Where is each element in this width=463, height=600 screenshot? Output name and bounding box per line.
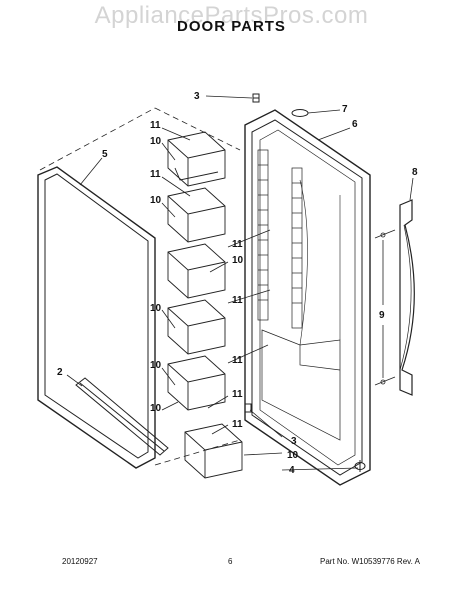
- door-bin-5: [167, 355, 226, 411]
- callout-6: 6: [352, 119, 358, 130]
- door-bin-2: [167, 187, 226, 243]
- callout-10-f: 10: [150, 403, 162, 414]
- door-bin-6: [184, 423, 243, 479]
- callout-3-bottom: 3: [291, 436, 297, 447]
- door-liner: [244, 109, 371, 486]
- callout-10-a: 10: [150, 136, 162, 147]
- door-gasket: [37, 166, 156, 469]
- callout-4: 4: [289, 465, 295, 476]
- callout-7: 7: [342, 104, 348, 115]
- hinge-screw-top: [252, 93, 260, 103]
- callout-10-bottom: 10: [287, 450, 299, 461]
- exterior-handle: [399, 199, 415, 396]
- callout-5: 5: [102, 149, 108, 160]
- handle-trim: [75, 377, 169, 456]
- callout-10-e: 10: [150, 360, 162, 371]
- callout-10-c: 10: [232, 255, 244, 266]
- callout-11-c: 11: [232, 239, 243, 250]
- door-bin-1: [167, 131, 226, 187]
- leader-lines: [66, 95, 414, 471]
- footer-date: 20120927: [62, 557, 98, 566]
- callout-11-f: 11: [232, 389, 243, 400]
- door-stop-cap: [354, 460, 366, 472]
- callout-11-g: 11: [232, 419, 243, 430]
- callout-9: 9: [379, 310, 385, 321]
- callout-10-d: 10: [150, 303, 162, 314]
- door-bin-3: [167, 243, 226, 299]
- watermark: AppliancePartsPros.com: [94, 2, 369, 29]
- callout-labels: 3 7 6 5 8 9 2 3 10 4 11 10 11 10 11 10 1…: [57, 91, 418, 476]
- handle-screws: [374, 229, 396, 386]
- callout-3-top: 3: [194, 91, 200, 102]
- callout-8: 8: [412, 167, 418, 178]
- callout-11-b: 11: [150, 169, 161, 180]
- page-title: DOOR PARTS: [177, 18, 286, 35]
- shelf-rail-center: [291, 167, 303, 329]
- callout-10-b: 10: [150, 195, 162, 206]
- door-cap: [291, 109, 309, 117]
- callout-11-d: 11: [232, 295, 243, 306]
- hinge-screw-bottom: [244, 403, 252, 413]
- callout-11-e: 11: [232, 355, 243, 366]
- callout-11-a: 11: [150, 120, 161, 131]
- shelf-rail-left: [257, 149, 269, 321]
- alignment-lines: [39, 107, 241, 466]
- footer-part-number: Part No. W10539776 Rev. A: [320, 557, 420, 566]
- footer-page-number: 6: [228, 557, 233, 566]
- door-bin-4: [167, 299, 226, 355]
- callout-2: 2: [57, 367, 63, 378]
